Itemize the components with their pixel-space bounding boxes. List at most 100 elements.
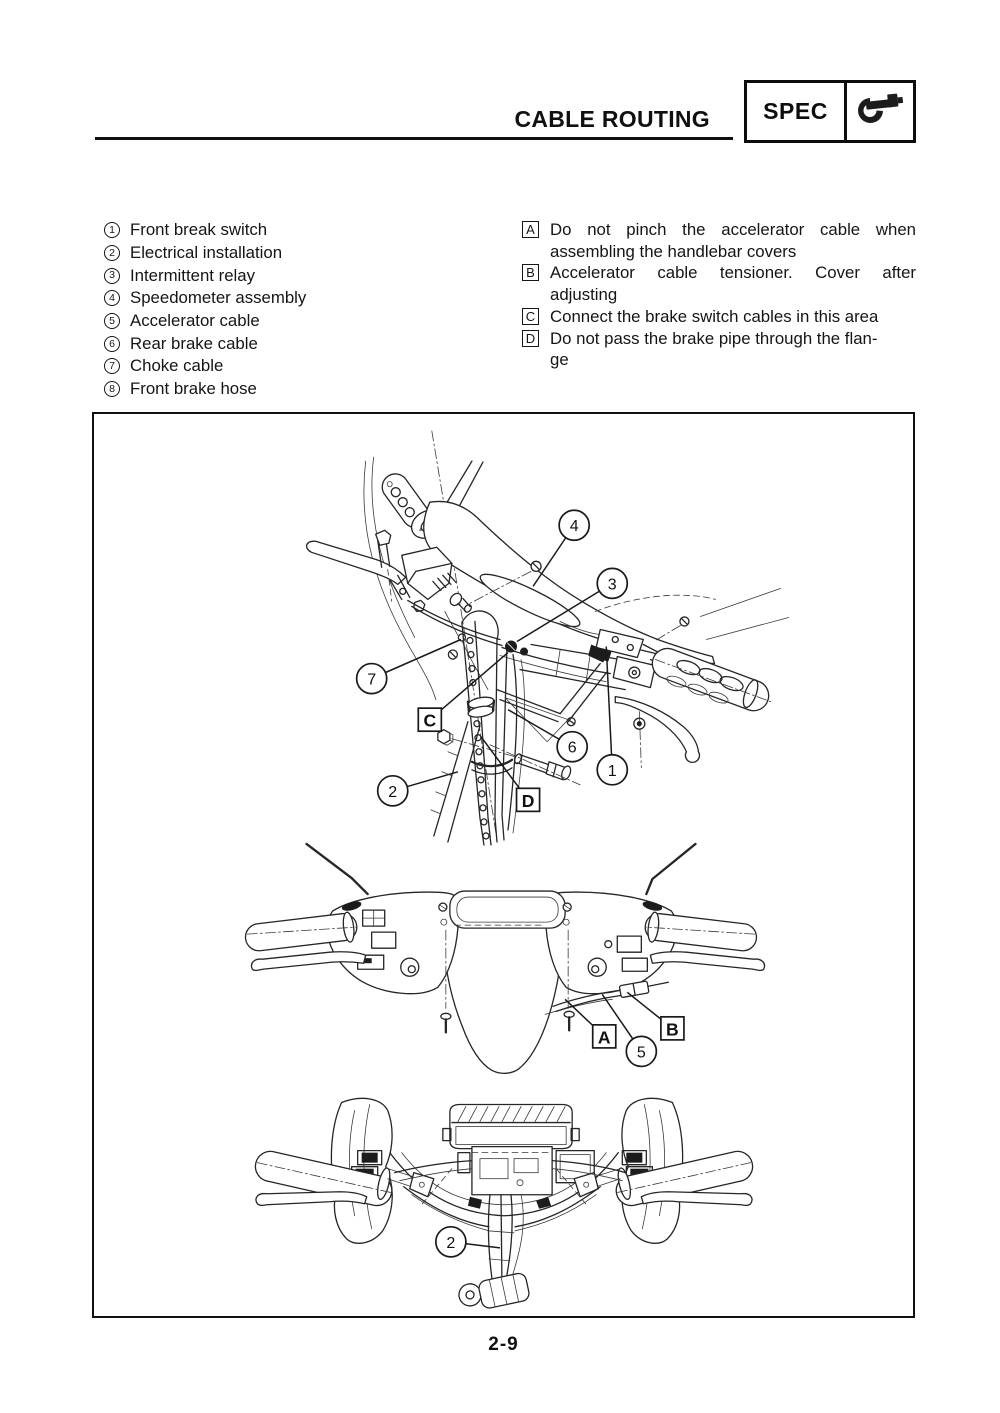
parts-list-item: 7 Choke cable bbox=[104, 355, 306, 378]
callout-box-C bbox=[417, 707, 443, 733]
note-item: A Do not pinch the accelerator cable when… bbox=[522, 219, 916, 262]
front-cover-shield bbox=[442, 922, 564, 1074]
part-label: Intermittent relay bbox=[130, 265, 255, 285]
callout-circle-4 bbox=[558, 509, 591, 542]
callout-circle-1 bbox=[596, 753, 629, 786]
figure-bottom-diagram bbox=[254, 1097, 754, 1309]
parts-list-item: 3 Intermittent relay bbox=[104, 264, 306, 287]
right-grip-rear bbox=[615, 1150, 754, 1207]
callout-label-6: 6 bbox=[568, 739, 577, 757]
left-grip-front bbox=[244, 911, 358, 952]
callout-box-D bbox=[515, 787, 541, 813]
handlebar-cover bbox=[423, 500, 716, 665]
frame-screws bbox=[447, 587, 790, 727]
spec-tab: SPEC bbox=[744, 80, 916, 143]
callout-leader-1 bbox=[605, 646, 614, 770]
mounting-bolt bbox=[489, 744, 581, 786]
callout-label-D: D bbox=[522, 791, 535, 811]
callout-label-5: 5 bbox=[637, 1043, 646, 1061]
part-number-badge: 8 bbox=[104, 381, 120, 398]
part-label: Electrical installation bbox=[130, 243, 283, 263]
right-switch-bracket bbox=[588, 628, 672, 689]
note-line: ge bbox=[550, 350, 569, 370]
cover-screw bbox=[467, 560, 542, 605]
part-number-badge: 3 bbox=[104, 267, 120, 284]
spec-label: SPEC bbox=[763, 98, 828, 124]
figure-top-diagram bbox=[305, 430, 790, 846]
spec-icon-cell bbox=[844, 83, 913, 140]
junction-box bbox=[457, 1145, 595, 1209]
callout-box-A bbox=[591, 1024, 617, 1049]
callout-circle-2 bbox=[376, 774, 409, 807]
callout-label-3: 3 bbox=[608, 575, 617, 593]
part-number-badge: 5 bbox=[104, 313, 120, 330]
title-rule bbox=[95, 137, 733, 140]
callout-box-B bbox=[660, 1015, 685, 1041]
part-label: Choke cable bbox=[130, 356, 224, 376]
parts-list-item: 6 Rear brake cable bbox=[104, 332, 306, 355]
callout-label-B: B bbox=[666, 1019, 679, 1039]
note-line: Connect the brake switch cables in this … bbox=[550, 306, 879, 326]
page-number: 2-9 bbox=[488, 1334, 519, 1355]
note-letter-badge: C bbox=[522, 307, 539, 325]
parts-list-item: 2 Electrical installation bbox=[104, 242, 306, 265]
callout-circle-7 bbox=[355, 662, 388, 695]
mirror-stems bbox=[305, 842, 697, 896]
figure-middle-diagram bbox=[244, 842, 766, 1074]
note-line: Do not pass the brake pipe through the f… bbox=[550, 328, 878, 348]
page-title: CABLE ROUTING bbox=[514, 106, 710, 132]
callout-label-1: 1 bbox=[608, 762, 617, 780]
note-line: Accelerator cable tensioner. Cover after bbox=[550, 263, 916, 283]
accelerator-cable-tensioner bbox=[544, 980, 670, 1015]
master-cylinder bbox=[401, 546, 472, 613]
side-brackets bbox=[387, 1168, 621, 1208]
harness-connector bbox=[458, 1272, 530, 1309]
part-number-badge: 7 bbox=[104, 358, 120, 375]
right-grip-front bbox=[644, 911, 758, 952]
left-lever-front bbox=[250, 951, 367, 972]
speedometer-window bbox=[438, 890, 572, 929]
cover-mount-screws bbox=[440, 929, 575, 1034]
note-line: Do not pinch the accelerator cable when bbox=[550, 220, 916, 239]
callout-label-7: 7 bbox=[367, 671, 376, 689]
note-item: B Accelerator cable tensioner. Cover afte… bbox=[522, 262, 916, 305]
note-letter-badge: A bbox=[522, 221, 539, 238]
micrometer-icon bbox=[855, 91, 905, 132]
mirror-mount-bolt bbox=[375, 529, 393, 602]
hex-nut bbox=[437, 729, 516, 758]
part-label: Rear brake cable bbox=[130, 333, 258, 353]
callout-label-2: 2 bbox=[446, 1234, 455, 1252]
cable-clamp-band bbox=[470, 758, 514, 775]
callout-circle-5 bbox=[625, 1035, 658, 1068]
callout-label-A: A bbox=[598, 1027, 611, 1047]
side-wires bbox=[394, 1160, 626, 1232]
callout-leader-C bbox=[429, 651, 509, 721]
left-brake-lever bbox=[305, 540, 411, 601]
speedometer-rear bbox=[442, 1103, 580, 1163]
part-number-badge: 2 bbox=[104, 245, 120, 262]
part-number-badge: 6 bbox=[104, 335, 120, 352]
note-letter-badge: B bbox=[522, 264, 539, 282]
callout-circle-6 bbox=[556, 730, 589, 763]
callout-circle-2 bbox=[434, 1225, 467, 1258]
part-number-badge: 1 bbox=[104, 222, 120, 239]
callout-label-2: 2 bbox=[388, 783, 397, 801]
note-item: C Connect the brake switch cables in this… bbox=[522, 306, 916, 328]
part-label: Speedometer assembly bbox=[130, 288, 307, 308]
cable-loop-arcs bbox=[363, 456, 437, 701]
callout-circle-3 bbox=[596, 567, 629, 600]
left-handlebar-housing bbox=[326, 891, 459, 995]
callout-leader-7 bbox=[371, 638, 462, 680]
left-grip-rear bbox=[254, 1150, 393, 1207]
right-grip bbox=[651, 647, 772, 712]
right-brake-lever bbox=[614, 695, 701, 769]
callout-label-4: 4 bbox=[570, 517, 579, 535]
callout-leader-3 bbox=[516, 582, 613, 643]
